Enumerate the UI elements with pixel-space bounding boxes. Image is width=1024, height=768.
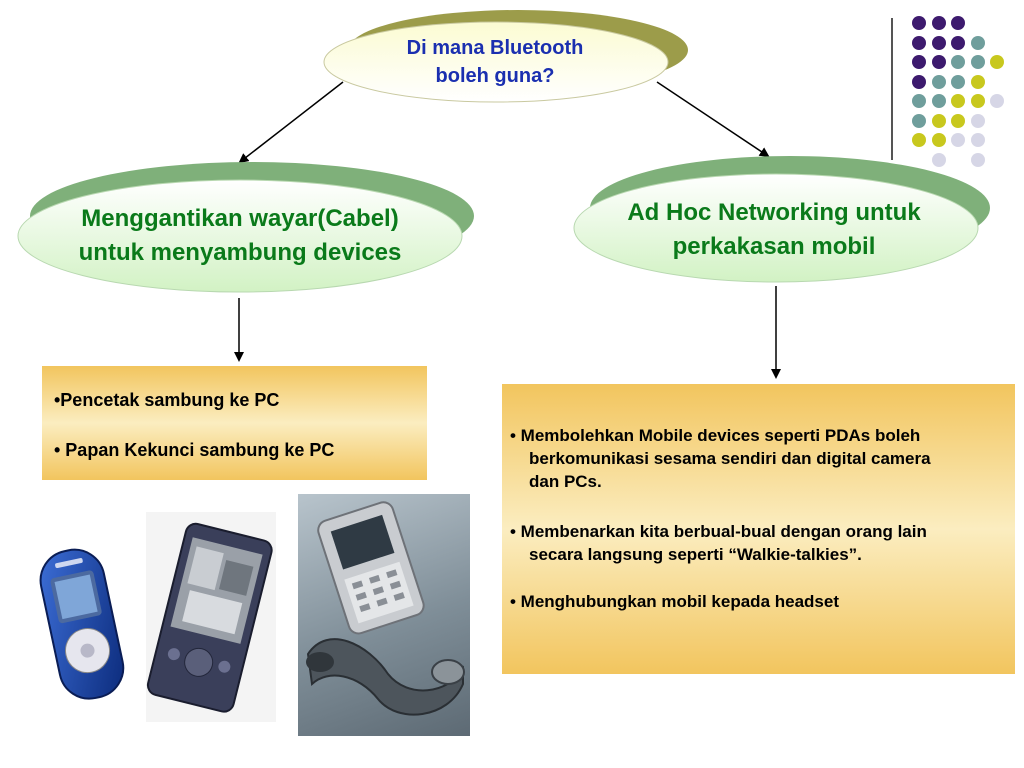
decorative-dot (951, 74, 965, 89)
decorative-dot (912, 94, 926, 108)
left-ellipse: Menggantikan wayar(Cabel) untuk menyambu… (30, 196, 450, 276)
decorative-dot (970, 55, 985, 69)
arrow-to-left-node (238, 81, 344, 164)
top-ellipse: Di mana Bluetooth boleh guna? (330, 26, 660, 98)
decorative-dot (970, 133, 985, 147)
decorative-dot (912, 133, 926, 147)
top-ellipse-line1: Di mana Bluetooth (406, 37, 584, 59)
decorative-dot (912, 55, 926, 69)
decorative-dot (951, 16, 965, 30)
decorative-dot (912, 16, 926, 30)
decorative-dot (931, 55, 946, 69)
decorative-dot (931, 113, 946, 128)
right-box-item-3: • Menghubungkan mobil kepada headset (510, 590, 839, 613)
left-ellipse-shape (17, 162, 474, 293)
decorative-vertical-line (891, 18, 893, 160)
left-ellipse-line1: Menggantikan wayar(Cabel) (81, 205, 399, 232)
arrow-to-right-node (656, 81, 770, 158)
decorative-dot (931, 152, 946, 167)
left-ellipse-line2: untuk menyambung devices (78, 239, 402, 266)
decorative-dot (990, 94, 1004, 108)
decorative-dot (931, 16, 946, 30)
left-box-item-1: •Pencetak sambung ke PC (54, 390, 280, 410)
decorative-dot (951, 94, 965, 108)
decorative-dot (970, 35, 985, 50)
nokia-phone-icon (12, 540, 144, 710)
decorative-dot (951, 35, 965, 50)
decorative-dot (931, 133, 946, 147)
decorative-dot (951, 133, 965, 147)
pda-device-icon (146, 512, 276, 722)
top-ellipse-line2: boleh guna? (435, 65, 555, 87)
decorative-dot (951, 55, 965, 69)
decorative-dot (931, 74, 946, 89)
right-box-item-1-line1: • Membolehkan Mobile devices seperti PDA… (510, 426, 921, 445)
decorative-dot (912, 113, 926, 128)
decorative-dot (912, 74, 926, 89)
decorative-dot (931, 94, 946, 108)
phone-and-headset-photo (298, 494, 470, 736)
right-box-item-2: • Membenarkan kita berbual-bual dengan o… (510, 520, 927, 566)
decorative-dot (970, 74, 985, 89)
right-info-box: • Membolehkan Mobile devices seperti PDA… (502, 384, 1015, 674)
decorative-dot (990, 55, 1004, 69)
right-ellipse-shape (573, 156, 990, 283)
right-box-item-1-line2: berkomunikasi sesama sendiri dan digital… (529, 449, 931, 468)
decorative-dot (951, 113, 965, 128)
right-box-item-1-line3: dan PCs. (529, 472, 602, 491)
top-ellipse-shape (323, 10, 688, 103)
left-info-box: •Pencetak sambung ke PC • Papan Kekunci … (42, 366, 427, 480)
right-ellipse: Ad Hoc Networking untuk perkakasan mobil (586, 192, 962, 268)
right-box-item-2-line2: secara langsung seperti “Walkie-talkies”… (529, 545, 862, 564)
right-ellipse-line1: Ad Hoc Networking untuk (627, 199, 921, 226)
decorative-dot (970, 152, 985, 167)
right-box-item-1: • Membolehkan Mobile devices seperti PDA… (510, 424, 931, 493)
left-box-item-2: • Papan Kekunci sambung ke PC (54, 440, 335, 460)
right-box-item-2-line1: • Membenarkan kita berbual-bual dengan o… (510, 522, 927, 541)
decorative-dot (970, 113, 985, 128)
decorative-dot (931, 35, 946, 50)
decorative-dot (970, 94, 985, 108)
decorative-dot (912, 35, 926, 50)
right-ellipse-line2: perkakasan mobil (672, 233, 876, 260)
right-box-item-3-line1: • Menghubungkan mobil kepada headset (510, 592, 839, 611)
